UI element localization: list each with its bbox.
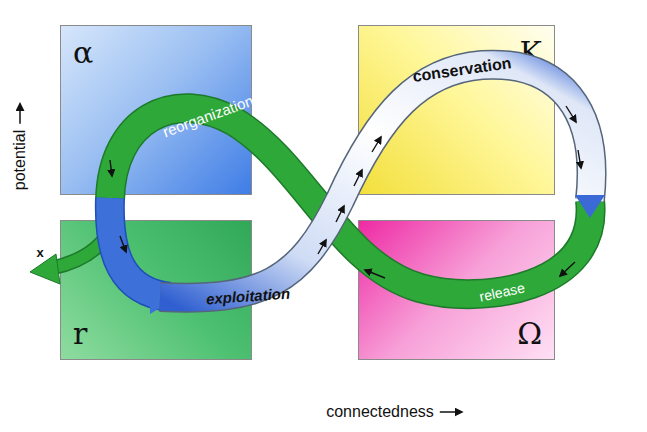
flow-arrow <box>336 206 344 222</box>
axis-label: potential <box>12 130 28 191</box>
exit-label: x <box>36 246 43 259</box>
flow-arrow <box>110 160 112 176</box>
band-head <box>575 195 605 218</box>
flow-arrow <box>560 262 575 276</box>
flow-arrow <box>365 270 385 278</box>
flow-arrow <box>120 236 126 252</box>
quadrant-letter: r <box>73 319 87 349</box>
axis-arrow <box>19 104 21 124</box>
ribbon-edge <box>160 65 592 298</box>
x-exit-head <box>30 254 60 284</box>
quadrant-letter: Ω <box>517 319 542 349</box>
flow-arrow <box>354 170 362 186</box>
flow-arrow <box>578 150 581 168</box>
exploitation-conservation-band <box>160 65 592 298</box>
quadrant-letter: α <box>73 38 93 68</box>
flow-arrow <box>318 240 326 254</box>
axis-label: connectedness <box>326 404 434 420</box>
flow-arrow <box>372 137 381 152</box>
axis-arrow <box>440 411 462 413</box>
phase-label: exploitation <box>205 286 290 307</box>
flow-arrow <box>566 106 576 122</box>
